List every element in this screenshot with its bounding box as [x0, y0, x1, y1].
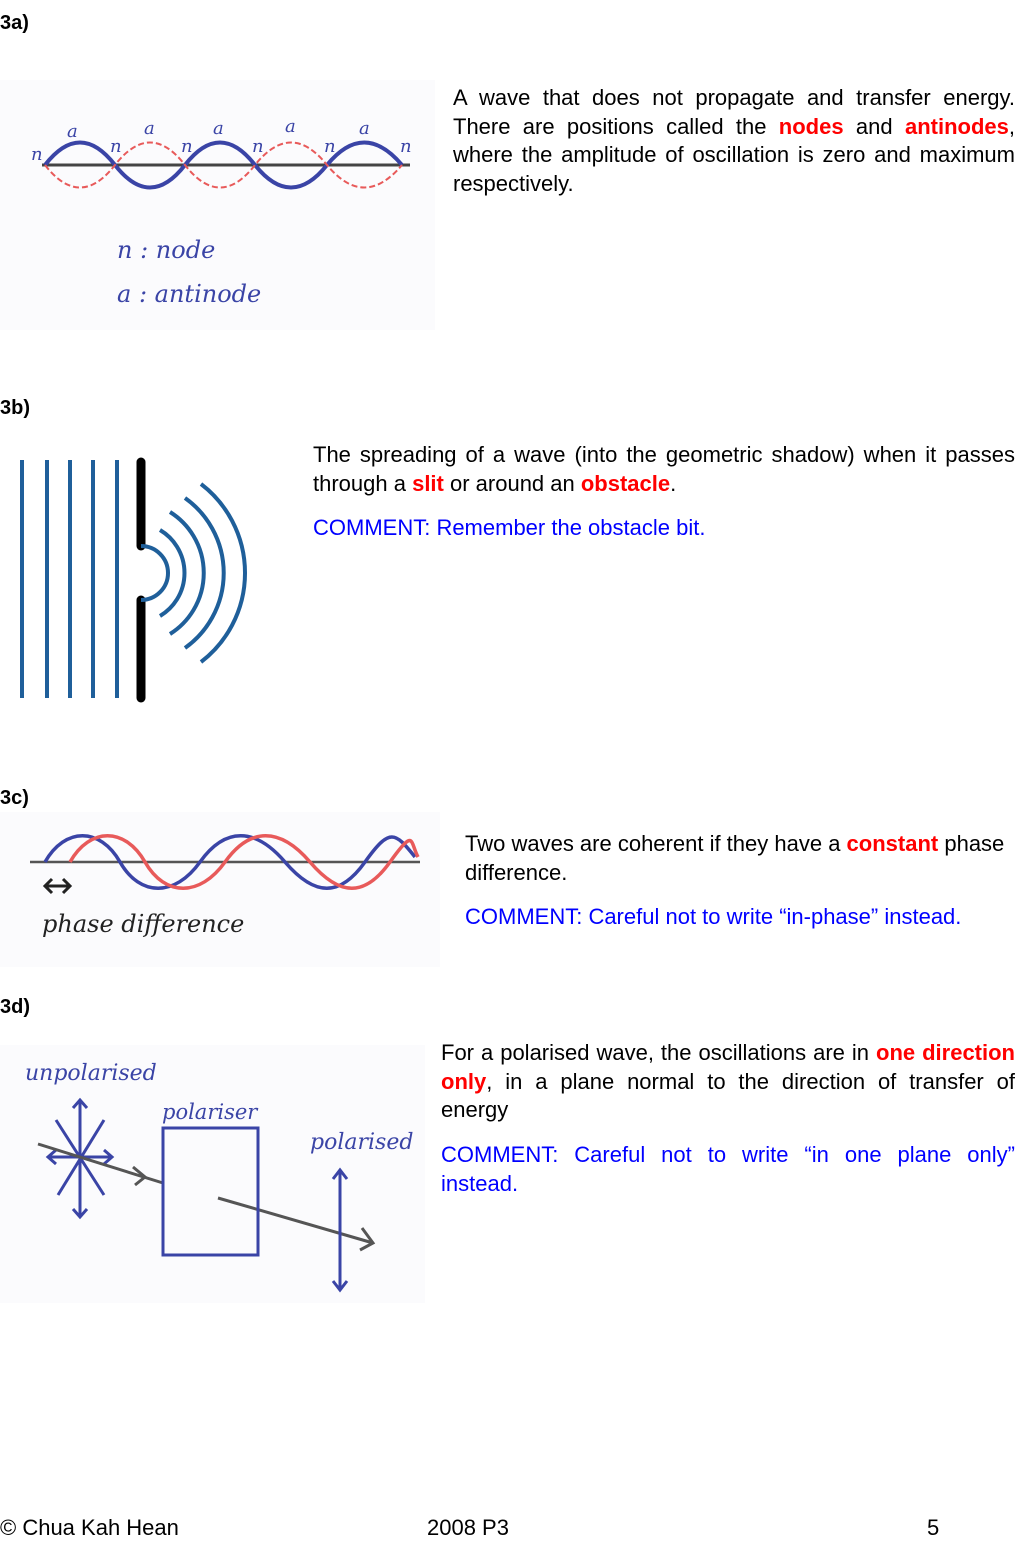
coherence-figure: phase difference	[0, 812, 440, 967]
double-arrow-icon	[42, 877, 73, 895]
footer-paper: 2008 P3	[427, 1515, 509, 1540]
blue-wave	[43, 140, 404, 190]
legend-node: n : node	[117, 236, 215, 264]
diffraction-figure	[5, 450, 275, 710]
question-label-3b: 3b)	[0, 397, 30, 419]
svg-text:n: n	[181, 136, 193, 157]
footer-author: © Chua Kah Hean	[0, 1515, 179, 1540]
label-polarised: polarised	[310, 1130, 413, 1155]
polarisation-figure: unpolarised polariser polarised	[0, 1045, 425, 1303]
comment-3c: COMMENT: Careful not to write “in-phase”…	[465, 904, 962, 929]
svg-text:n: n	[252, 136, 264, 157]
footer-page-number: 5	[927, 1515, 940, 1540]
svg-text:a: a	[213, 118, 224, 139]
light-ray-arrows	[37, 1142, 376, 1252]
svg-text:a: a	[359, 118, 370, 139]
svg-text:a: a	[285, 116, 296, 137]
svg-text:n: n	[400, 136, 412, 157]
coherence-diagram: phase difference	[30, 834, 420, 938]
node-antinode-marks: n n n n n n a a a a a	[31, 116, 412, 165]
definition-diffraction: The spreading of a wave (into the geomet…	[313, 442, 1015, 496]
question-label-3d: 3d)	[0, 996, 30, 1018]
standing-wave-figure: n n n n n n a a a a a n : node a : antin…	[0, 80, 435, 330]
diffraction-diagram	[20, 457, 248, 703]
polarisation-diagram: unpolarised polariser polarised	[25, 1061, 413, 1293]
comment-3b: COMMENT: Remember the obstacle bit.	[313, 515, 706, 540]
polarised-arrow	[331, 1167, 349, 1293]
svg-text:a: a	[144, 118, 155, 139]
red-wave	[68, 834, 420, 890]
term-nodes: nodes	[778, 113, 844, 139]
diffracted-wavefronts	[140, 482, 248, 664]
definition-stationary-wave: A wave that does not propagate and trans…	[453, 85, 1015, 196]
red-wave	[44, 141, 403, 189]
term-obstacle: obstacle	[580, 470, 671, 496]
svg-text:n: n	[110, 136, 122, 157]
phase-difference-caption: phase difference	[42, 910, 244, 938]
question-label-3a: 3a)	[0, 12, 29, 34]
term-slit: slit	[412, 470, 444, 496]
label-polariser: polariser	[162, 1100, 259, 1124]
svg-text:n: n	[31, 144, 43, 165]
term-one-direction-only: one direction only	[441, 1040, 1015, 1094]
blue-wave	[43, 834, 417, 890]
definition-coherence: Two waves are coherent if they have a co…	[465, 831, 1005, 885]
legend-antinode: a : antinode	[117, 280, 261, 308]
label-unpolarised: unpolarised	[25, 1061, 157, 1086]
polariser-box	[161, 1126, 260, 1257]
comment-3d: COMMENT: Careful not to write “in one pl…	[441, 1142, 1015, 1196]
incident-wavefronts	[20, 460, 119, 698]
term-constant: constant	[846, 831, 939, 856]
term-antinodes: antinodes	[904, 113, 1009, 139]
svg-text:a: a	[67, 121, 78, 142]
standing-wave-diagram: n n n n n n a a a a a n : node a : antin…	[31, 116, 412, 308]
svg-text:n: n	[324, 136, 336, 157]
question-label-3c: 3c)	[0, 787, 29, 809]
definition-polarisation: For a polarised wave, the oscillations a…	[441, 1040, 1015, 1122]
